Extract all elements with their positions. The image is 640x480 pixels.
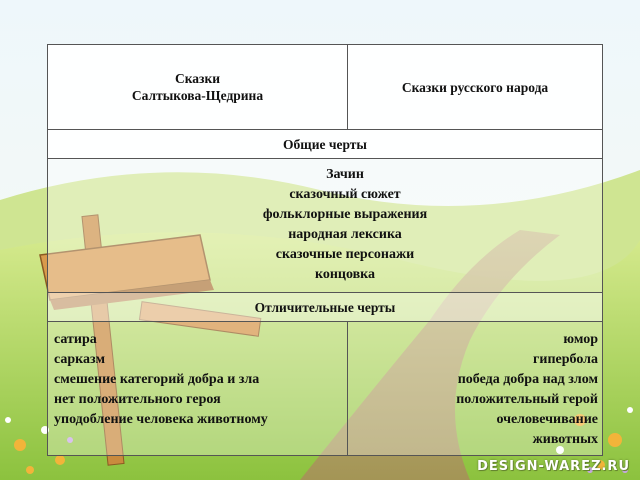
- list-item: сатира: [54, 332, 97, 347]
- list-item: победа добра над злом: [457, 372, 598, 387]
- common-features-label: Общие черты: [283, 136, 367, 152]
- list-item: фольклорные выражения: [262, 207, 428, 222]
- header-saltykov-line2: Салтыкова-Щедрина: [131, 88, 264, 103]
- list-item: Зачин: [326, 167, 364, 182]
- list-item: уподобление человека животному: [54, 412, 268, 427]
- list-item: юмор: [563, 332, 598, 347]
- list-item: сказочный сюжет: [289, 187, 401, 202]
- list-item: смешение категорий добра и зла: [54, 372, 260, 387]
- header-saltykov-tales: Сказки Салтыкова-Щедрина: [47, 44, 348, 130]
- common-features-list: Зачин сказочный сюжет фольклорные выраже…: [48, 159, 602, 285]
- list-item: народная лексика: [288, 227, 402, 242]
- distinctive-features-label: Отличительные черты: [254, 299, 396, 315]
- list-item: животных: [532, 432, 598, 447]
- site-watermark: DESIGN-WAREZ.RU: [477, 459, 630, 474]
- header-folk-tales-label: Сказки русского народа: [401, 79, 549, 95]
- list-item: нет положительного героя: [54, 392, 221, 407]
- common-features-cell: Зачин сказочный сюжет фольклорные выраже…: [47, 158, 603, 293]
- saltykov-distinctive-cell: сатира сарказм смешение категорий добра …: [47, 321, 348, 456]
- list-item: сказочные персонажи: [275, 247, 415, 262]
- list-item: сарказм: [54, 352, 105, 367]
- list-item: положительный герой: [456, 392, 598, 407]
- folk-distinctive-cell: юмор гипербола победа добра над злом пол…: [347, 321, 603, 456]
- list-item: концовка: [314, 267, 376, 282]
- header-saltykov-line1: Сказки: [174, 71, 221, 86]
- folk-distinctive-list: юмор гипербола победа добра над злом пол…: [348, 322, 602, 450]
- list-item: гипербола: [533, 352, 598, 367]
- saltykov-distinctive-list: сатира сарказм смешение категорий добра …: [48, 322, 347, 430]
- common-features-header: Общие черты: [47, 129, 603, 159]
- distinctive-features-header: Отличительные черты: [47, 292, 603, 322]
- comparison-table: Сказки Салтыкова-Щедрина Сказки русского…: [47, 44, 603, 456]
- header-folk-tales: Сказки русского народа: [347, 44, 603, 130]
- list-item: очеловечивание: [496, 412, 598, 427]
